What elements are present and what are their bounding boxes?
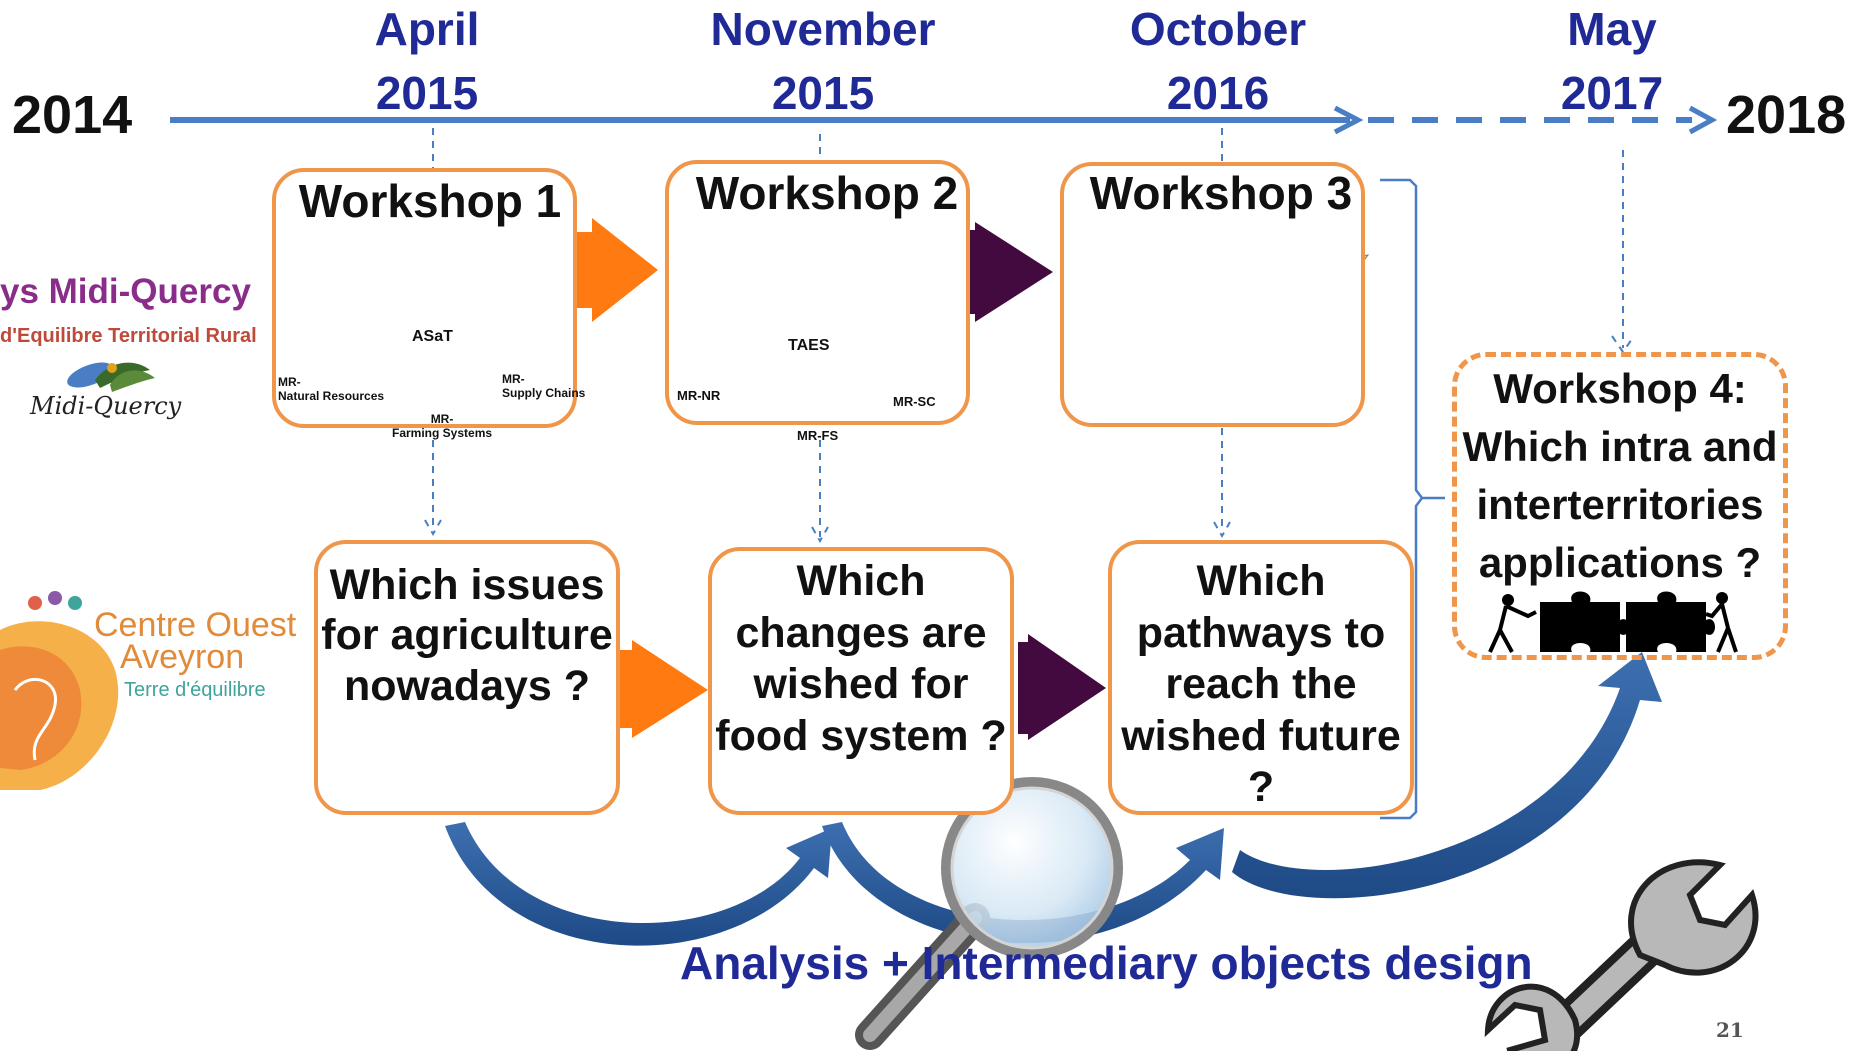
arrow-ws2-to-ws3 [965,222,1053,322]
bracket [1380,178,1445,820]
workshop-1-center-label: ASaT [412,328,453,345]
question-2-box [708,547,1014,815]
workshop-4-line-4: applications ? [1478,539,1762,586]
midi-quercy-logo-subtitle: d'Equilibre Territorial Rural [0,325,257,347]
milestone-3-month: October [1129,3,1307,55]
timeline [170,105,1718,135]
workshop-4-line-2: Which intra and [1462,423,1778,470]
workshop-4-line-3: interterritories [1476,481,1764,528]
workshop-2-title: Workshop 2 [695,167,959,219]
magnifier-icon [855,777,1123,1050]
milestone-4-month: May [1567,3,1657,55]
milestone-1-year: 2015 [375,67,479,119]
arrow-ws1-to-ws2 [572,218,658,322]
milestone-1-month: April [374,3,480,55]
workshop-3-box [1060,162,1365,427]
midi-quercy-logo-mark [67,362,155,392]
bottom-label: Analysis + Intermediary objects design [680,937,1533,989]
milestone-3-year: 2016 [1166,67,1270,119]
timeline-end-year: 2018 [1726,85,1847,145]
aveyron-logo-name-2: Aveyron [120,638,245,676]
workshop-2-bottom-label: MR-FS [797,428,839,443]
workshop-2-right-label: MR-SC [893,394,936,409]
milestone-2-year: 2015 [771,67,875,119]
puzzle-icon [1488,591,1738,653]
midi-quercy-logo-name: ys Midi-Quercy [0,272,251,311]
arrow-q1-to-q2 [618,640,708,738]
question-2-text: Which changes are wished for food system… [715,557,1007,760]
page-number: 21 [1716,1018,1744,1042]
arrow-q2-to-q3 [1018,634,1106,740]
wrench-icon [1484,859,1759,1051]
curved-arrows [445,652,1662,946]
question-3-box [1108,540,1414,815]
milestone-2-month: November [710,3,936,55]
dashed-connectors [424,128,1635,544]
aveyron-logo-subtitle: Terre d'équilibre [124,679,266,701]
workshop-3-title: Workshop 3 [1089,167,1353,219]
timeline-start-year: 2014 [12,85,133,145]
workshop-2-box [665,160,970,425]
workshop-4-box [1452,352,1788,660]
workshop-2-left-label: MR-NR [677,388,721,403]
workshop-1-box [272,168,577,428]
workshop-2-center-label: TAES [788,337,830,354]
workshop-1-left-label: MR- Natural Resources [278,375,385,404]
aveyron-logo-mark [0,591,119,790]
workshop-4-line-1: Workshop 4: [1493,365,1747,412]
workshop-1-bottom-label: MR- Farming Systems [392,412,493,441]
midi-quercy-logo-script: Midi-Quercy [30,392,182,420]
question-3-text: Which pathways to reach the wished futur… [1121,557,1401,812]
question-1-text: Which issues for agriculture nowadays ? [321,561,613,710]
aveyron-logo-name-1: Centre Ouest [94,606,297,644]
question-1-box [314,540,620,815]
workshop-1-title: Workshop 1 [298,175,562,227]
workshop-1-right-label: MR- Supply Chains [502,372,586,401]
milestone-4-year: 2017 [1560,67,1664,119]
